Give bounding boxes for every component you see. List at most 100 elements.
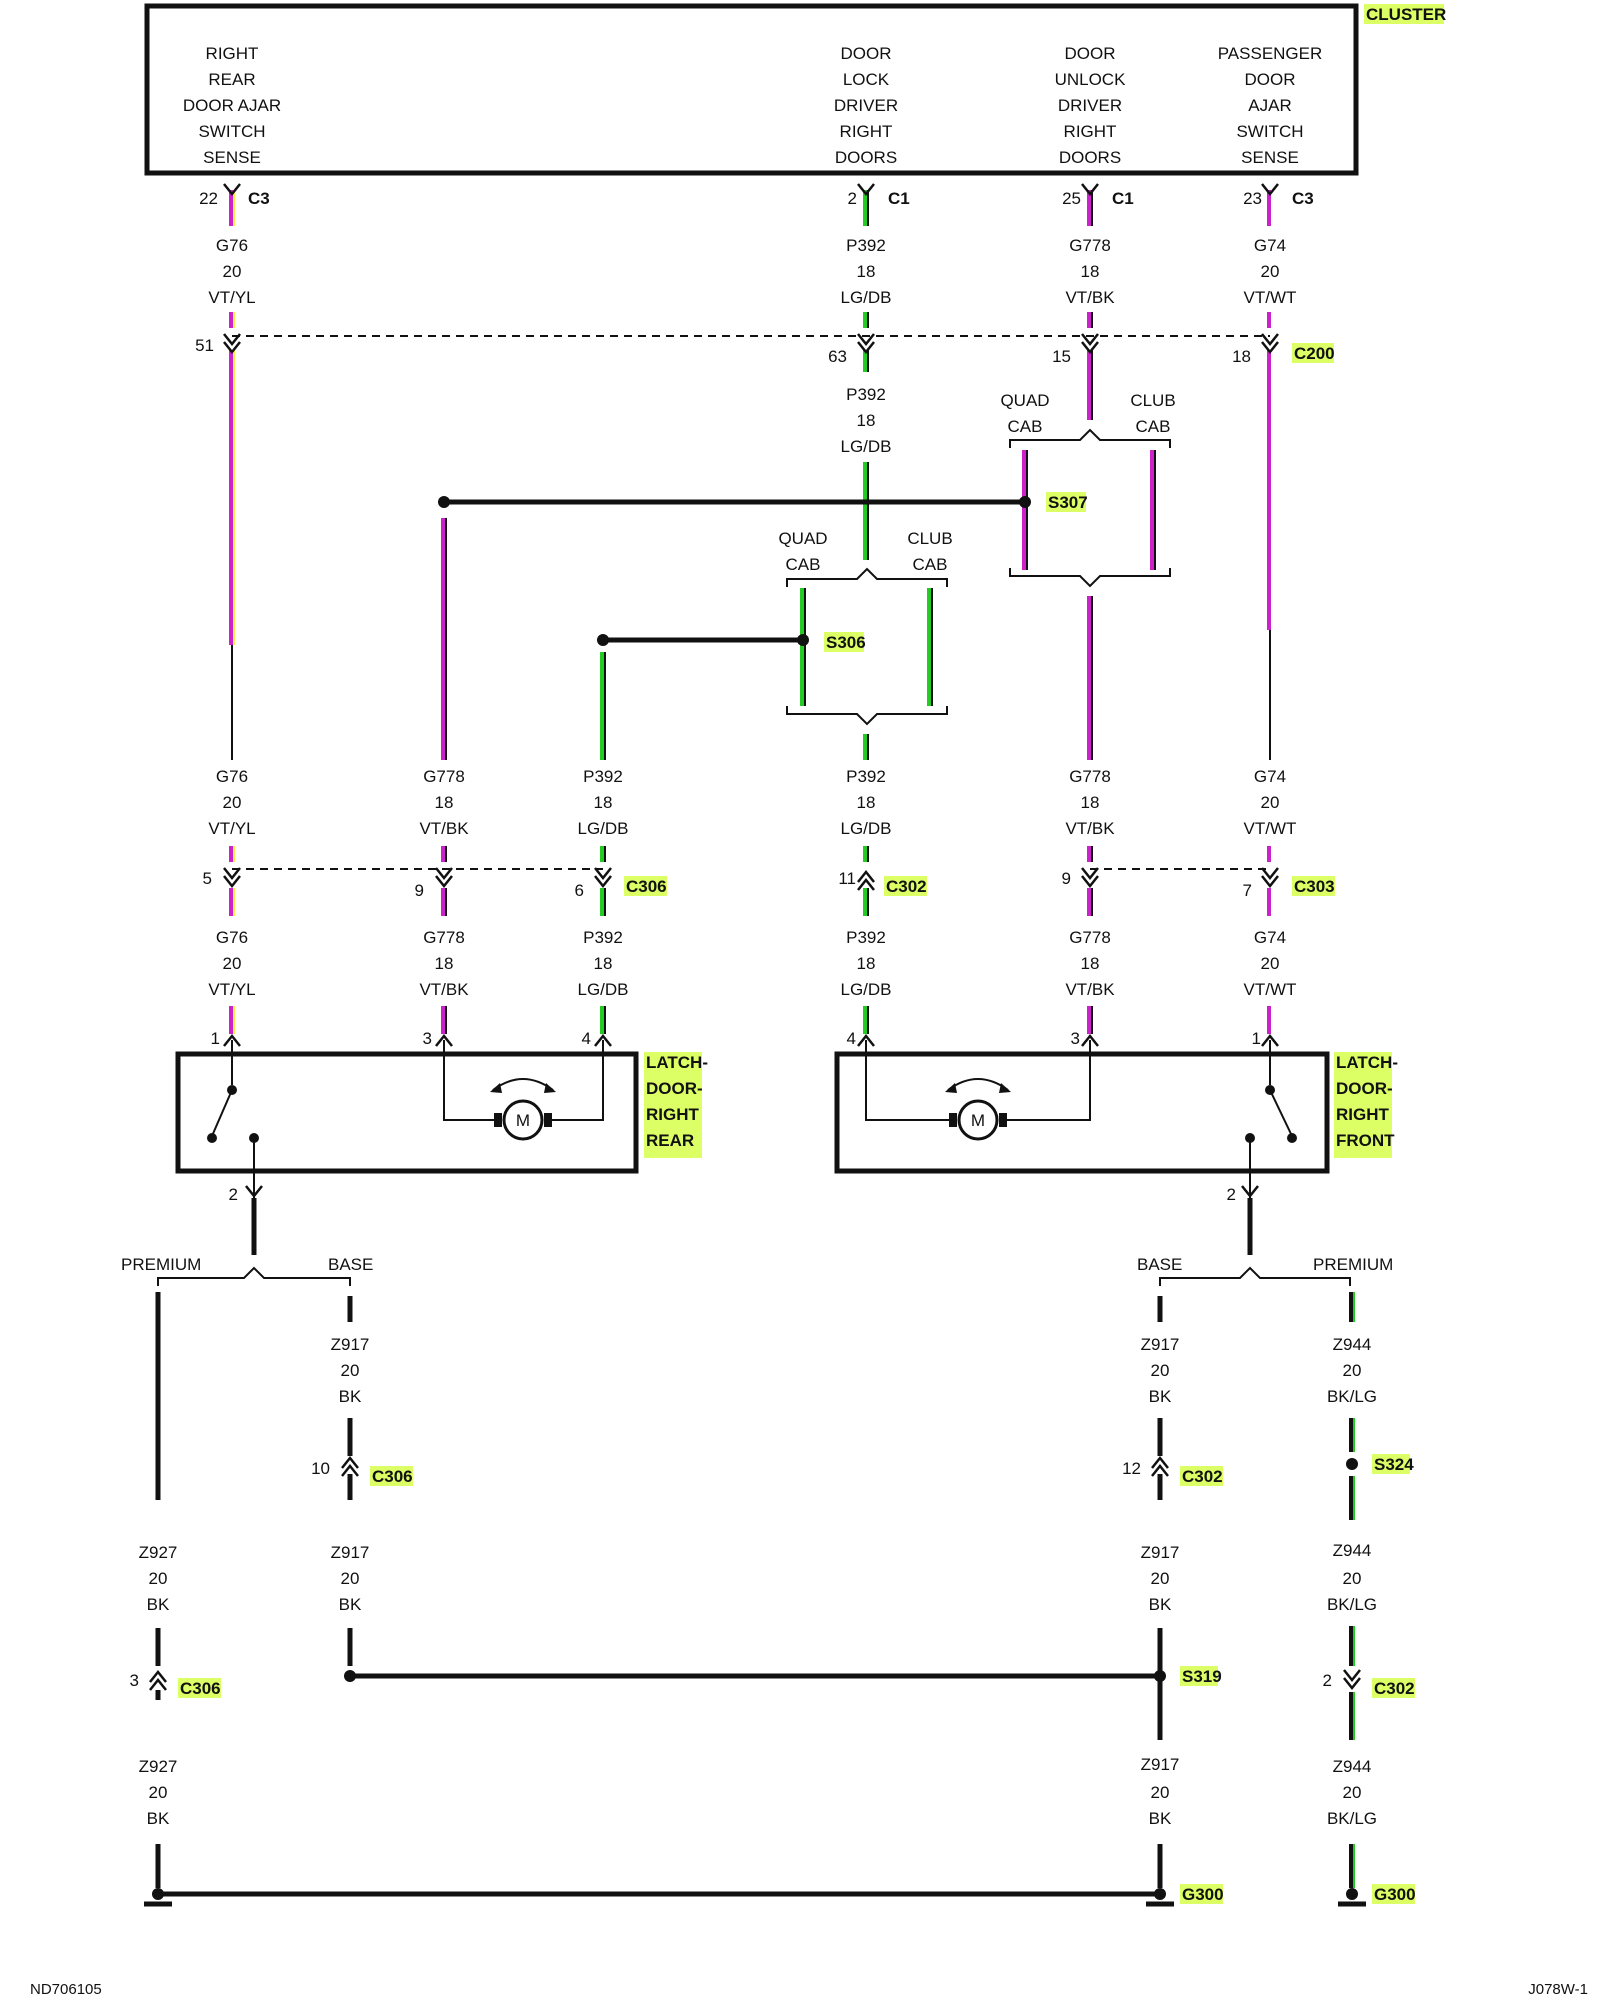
svg-text:20: 20 <box>149 1783 168 1802</box>
svg-text:VT/YL: VT/YL <box>208 819 255 838</box>
svg-text:DRIVER: DRIVER <box>834 96 898 115</box>
svg-text:C302: C302 <box>1374 1679 1415 1698</box>
svg-text:S306: S306 <box>826 633 866 652</box>
svg-text:RIGHT: RIGHT <box>1336 1105 1390 1124</box>
connector-chevron <box>223 875 241 889</box>
svg-text:CAB: CAB <box>1136 417 1171 436</box>
svg-text:LG/DB: LG/DB <box>840 437 891 456</box>
top-wire-labels: G76 20 VT/YL P392 18 LG/DB G778 18 VT/BK… <box>208 236 1296 307</box>
svg-text:UNLOCK: UNLOCK <box>1055 70 1127 89</box>
svg-text:BASE: BASE <box>328 1255 373 1274</box>
connector-chevron <box>1151 1463 1169 1477</box>
svg-text:G778: G778 <box>1069 236 1111 255</box>
svg-text:15: 15 <box>1052 347 1071 366</box>
svg-text:CAB: CAB <box>1008 417 1043 436</box>
svg-text:DOOR-: DOOR- <box>646 1079 703 1098</box>
svg-text:SENSE: SENSE <box>1241 148 1299 167</box>
svg-text:AJAR: AJAR <box>1248 96 1291 115</box>
connector-chevron <box>1081 341 1099 355</box>
svg-text:1: 1 <box>1252 1029 1261 1048</box>
svg-text:LG/DB: LG/DB <box>840 288 891 307</box>
svg-text:C306: C306 <box>372 1467 413 1486</box>
svg-text:VT/WT: VT/WT <box>1244 288 1297 307</box>
connector-chevron <box>1343 1677 1361 1691</box>
svg-text:18: 18 <box>594 954 613 973</box>
footer-left: ND706105 <box>30 1981 102 1998</box>
svg-text:QUAD: QUAD <box>1000 391 1049 410</box>
svg-text:22: 22 <box>199 189 218 208</box>
svg-text:BK/LG: BK/LG <box>1327 1595 1377 1614</box>
svg-text:RIGHT: RIGHT <box>646 1105 700 1124</box>
svg-text:P392: P392 <box>846 385 886 404</box>
connector-chevron <box>1343 1669 1361 1683</box>
svg-text:18: 18 <box>435 793 454 812</box>
connector-chevron <box>435 875 453 889</box>
svg-text:20: 20 <box>1261 793 1280 812</box>
c200-labels: 51 63 15 18 C200 <box>195 336 1335 366</box>
svg-text:LG/DB: LG/DB <box>840 980 891 999</box>
svg-text:CAB: CAB <box>786 555 821 574</box>
connector-chevron <box>1081 1033 1099 1047</box>
svg-text:20: 20 <box>1261 954 1280 973</box>
svg-text:S307: S307 <box>1048 493 1088 512</box>
svg-text:18: 18 <box>435 954 454 973</box>
svg-text:VT/WT: VT/WT <box>1244 980 1297 999</box>
svg-text:51: 51 <box>195 336 214 355</box>
svg-text:REAR: REAR <box>208 70 255 89</box>
svg-text:LG/DB: LG/DB <box>577 819 628 838</box>
svg-text:DOOR: DOOR <box>1245 70 1296 89</box>
svg-text:C302: C302 <box>886 877 927 896</box>
svg-text:QUAD: QUAD <box>778 529 827 548</box>
svg-text:LG/DB: LG/DB <box>577 980 628 999</box>
svg-text:2: 2 <box>229 1185 238 1204</box>
svg-text:C1: C1 <box>1112 189 1134 208</box>
svg-text:Z917: Z917 <box>331 1543 370 1562</box>
mid-wire-labels: G76 20 VT/YL G778 18 VT/BK P392 18 LG/DB… <box>208 767 1296 838</box>
svg-text:3: 3 <box>423 1029 432 1048</box>
svg-text:18: 18 <box>857 262 876 281</box>
motor-label: M <box>516 1111 530 1130</box>
connector-chevron <box>594 1033 612 1047</box>
svg-text:6: 6 <box>575 881 584 900</box>
connector-chevron <box>1081 867 1099 881</box>
cab-option-right: QUAD CAB CLUB CAB <box>1000 391 1176 588</box>
svg-text:Z944: Z944 <box>1333 1335 1372 1354</box>
svg-text:VT/WT: VT/WT <box>1244 819 1297 838</box>
connector-chevron <box>435 867 453 881</box>
svg-text:BK: BK <box>1149 1595 1172 1614</box>
svg-text:P392: P392 <box>583 767 623 786</box>
svg-text:RIGHT: RIGHT <box>206 44 259 63</box>
connector-chevron <box>223 333 241 347</box>
connector-chevron <box>223 867 241 881</box>
connector-chevron <box>1151 1455 1169 1469</box>
svg-text:Z944: Z944 <box>1333 1757 1372 1776</box>
svg-text:RIGHT: RIGHT <box>840 122 893 141</box>
connector-chevron <box>223 1033 241 1047</box>
connector-chevron <box>1261 1033 1279 1047</box>
svg-text:SENSE: SENSE <box>203 148 261 167</box>
svg-text:LATCH-: LATCH- <box>1336 1053 1398 1072</box>
connector-chevrons <box>149 183 1361 1691</box>
svg-text:P392: P392 <box>846 928 886 947</box>
connector-chevron <box>594 875 612 889</box>
splice-s307: S307 <box>438 492 1088 512</box>
svg-text:G74: G74 <box>1254 767 1286 786</box>
connector-chevron <box>857 183 875 197</box>
connector-chevron <box>1261 341 1279 355</box>
footer-right: J078W-1 <box>1528 1981 1588 1998</box>
svg-text:BK: BK <box>147 1809 170 1828</box>
svg-text:G76: G76 <box>216 767 248 786</box>
svg-text:S319: S319 <box>1182 1667 1222 1686</box>
svg-text:DOOR-: DOOR- <box>1336 1079 1393 1098</box>
svg-text:P392: P392 <box>583 928 623 947</box>
svg-text:G778: G778 <box>423 928 465 947</box>
svg-text:BK: BK <box>1149 1387 1172 1406</box>
svg-text:VT/BK: VT/BK <box>1065 980 1115 999</box>
svg-text:7: 7 <box>1243 881 1252 900</box>
svg-text:BK/LG: BK/LG <box>1327 1387 1377 1406</box>
svg-text:C306: C306 <box>626 877 667 896</box>
p392-below-c200-label: P392 18 LG/DB <box>840 385 891 456</box>
connector-chevron <box>1261 333 1279 347</box>
connector-chevron <box>341 1455 359 1469</box>
